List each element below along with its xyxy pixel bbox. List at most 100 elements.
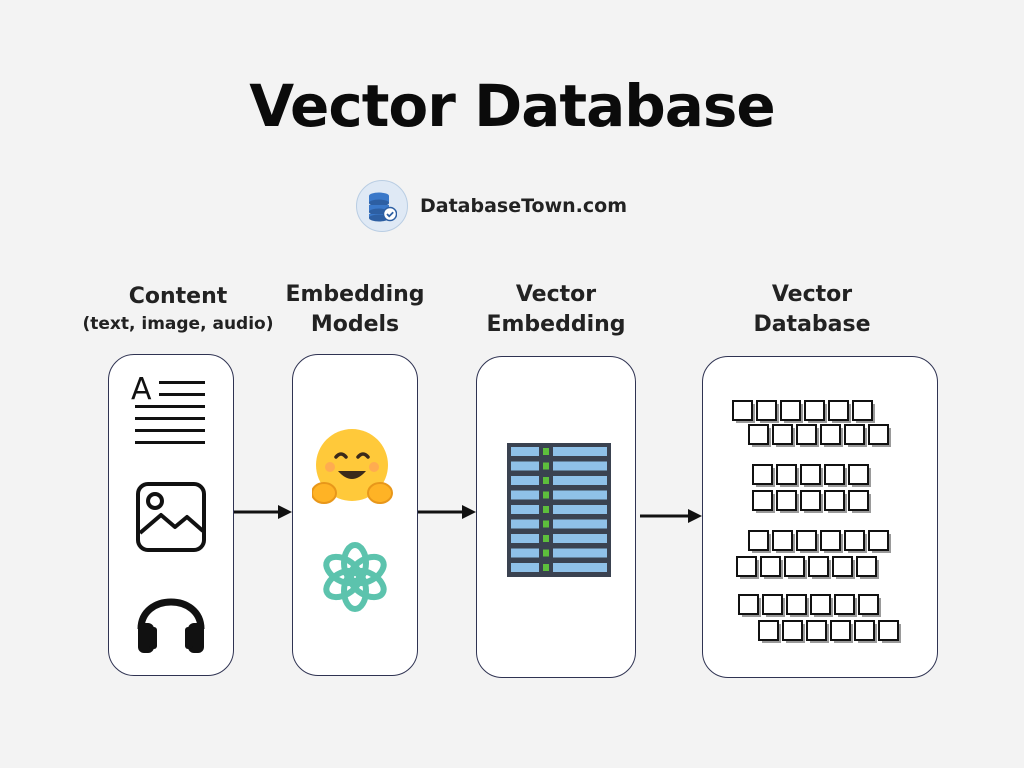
models-box: [292, 354, 418, 676]
stage-label-database: Vector Database: [710, 280, 914, 340]
vector-cell: [797, 425, 816, 444]
vector-cell: [857, 557, 876, 576]
rack-slot: [543, 477, 549, 484]
rack-slot: [553, 520, 607, 529]
vector-cell: [833, 557, 852, 576]
rack-slot: [511, 549, 539, 558]
rack-slot: [543, 564, 549, 571]
vector-cell: [801, 491, 820, 510]
brand: DatabaseTown.com: [356, 180, 627, 232]
vector-cell: [737, 557, 756, 576]
rack-slot: [553, 505, 607, 514]
vector-cell: [869, 425, 888, 444]
rack-slot: [543, 463, 549, 470]
vector-cell: [773, 425, 792, 444]
vector-cell: [801, 465, 820, 484]
vector-cell: [783, 621, 802, 640]
database-box: [702, 356, 938, 678]
server-rack-icon: [507, 443, 611, 577]
vector-cell: [777, 491, 796, 510]
vector-cell: [831, 621, 850, 640]
vector-cell: [859, 595, 878, 614]
arrow-embedding-to-database: [640, 506, 702, 526]
vector-cell: [773, 531, 792, 550]
vector-cell: [825, 465, 844, 484]
vector-cell: [807, 621, 826, 640]
rack-slot: [511, 534, 539, 543]
rack-slot: [553, 549, 607, 558]
rack-slot: [543, 506, 549, 513]
vector-cell: [763, 595, 782, 614]
image-icon: [135, 481, 207, 553]
vector-cell: [821, 425, 840, 444]
stage-title-line1: Vector: [516, 282, 596, 307]
vector-cell: [835, 595, 854, 614]
vector-cell: [753, 465, 772, 484]
vector-cell: [853, 401, 872, 420]
vector-cell: [785, 557, 804, 576]
rack-slot: [511, 476, 539, 485]
stage-title-line2: Database: [753, 312, 870, 337]
rack-slot: [553, 476, 607, 485]
stage-title: Content: [129, 284, 228, 309]
rack-slot: [511, 491, 539, 500]
rack-slot: [511, 505, 539, 514]
vector-cell: [821, 531, 840, 550]
vector-cell: [855, 621, 874, 640]
stage-label-models: Embedding Models: [272, 280, 438, 340]
vector-cell: [797, 531, 816, 550]
vector-cell: [845, 531, 864, 550]
rack-slot: [511, 520, 539, 529]
vector-cell: [757, 401, 776, 420]
vector-cell: [829, 401, 848, 420]
vector-cell: [845, 425, 864, 444]
arrow-models-to-embedding: [418, 502, 476, 522]
rack-slot: [543, 492, 549, 499]
vector-cell: [849, 491, 868, 510]
vector-cell: [809, 557, 828, 576]
vector-cell: [761, 557, 780, 576]
vector-cell: [739, 595, 758, 614]
vector-cell: [781, 401, 800, 420]
vector-cell: [749, 531, 768, 550]
vector-cell: [805, 401, 824, 420]
brand-name: DatabaseTown.com: [420, 195, 627, 217]
rack-slot: [543, 521, 549, 528]
rack-slot: [511, 447, 539, 456]
vector-cell: [733, 401, 752, 420]
rack-slot: [553, 462, 607, 471]
content-box: A: [108, 354, 234, 676]
stage-label-content: Content (text, image, audio): [70, 282, 286, 336]
vector-cell: [777, 465, 796, 484]
database-shield-icon: [356, 180, 408, 232]
rack-slot: [543, 448, 549, 455]
vector-cell: [787, 595, 806, 614]
vector-cell: [759, 621, 778, 640]
stage-subtitle: (text, image, audio): [70, 312, 286, 336]
page-title: Vector Database: [0, 72, 1024, 140]
vector-cell: [753, 491, 772, 510]
vector-cell: [849, 465, 868, 484]
rack-slot: [543, 535, 549, 542]
rack-slot: [511, 563, 539, 572]
rack-slot: [553, 491, 607, 500]
vector-cell: [879, 621, 898, 640]
stage-title-line1: Embedding: [285, 282, 424, 307]
rack-slot: [511, 462, 539, 471]
text-document-icon: A: [129, 369, 209, 451]
headphones-icon: [133, 583, 209, 655]
rack-slot: [543, 550, 549, 557]
rack-slot: [553, 534, 607, 543]
stage-title-line2: Embedding: [486, 312, 625, 337]
arrow-content-to-models: [234, 502, 292, 522]
vector-cell: [811, 595, 830, 614]
svg-text:A: A: [131, 372, 152, 407]
rack-slot: [553, 563, 607, 572]
vector-cell: [749, 425, 768, 444]
stage-label-embedding: Vector Embedding: [472, 280, 640, 340]
embedding-box: [476, 356, 636, 678]
stage-title-line2: Models: [311, 312, 399, 337]
stage-title-line1: Vector: [772, 282, 852, 307]
openai-logo-icon: [319, 541, 391, 613]
rack-slot: [553, 447, 607, 456]
